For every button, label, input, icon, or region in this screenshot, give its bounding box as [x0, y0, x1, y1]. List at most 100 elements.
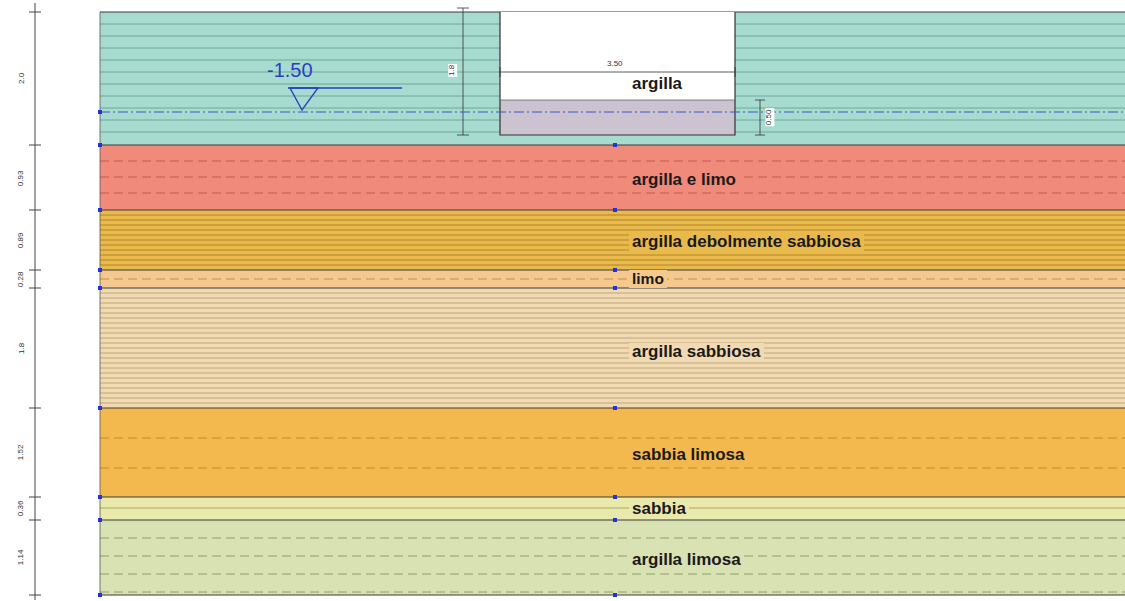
- dimension-tick: [457, 135, 469, 136]
- layer-texture: [100, 225, 1125, 226]
- section-marker: [613, 208, 617, 212]
- dimension-line: [500, 72, 735, 73]
- layer-texture: [100, 363, 1125, 364]
- layer-texture: [100, 438, 1125, 439]
- layer-texture: [100, 378, 1125, 379]
- layer-texture: [100, 235, 1125, 236]
- soil-layer: argilla debolmente sabbiosa: [100, 210, 1125, 270]
- layer-texture: [100, 383, 1125, 384]
- soil-layer: argilla sabbiosa: [100, 288, 1125, 408]
- layer-thickness: 2.0: [18, 71, 27, 84]
- layer-texture: [100, 592, 1125, 593]
- axis-tick: [29, 145, 41, 146]
- layer-texture: [100, 245, 1125, 246]
- layer-thickness: 0.93: [17, 169, 26, 187]
- layer-texture: [100, 308, 1125, 309]
- dimension-label: 1.8: [448, 63, 457, 76]
- soil-layer: limo: [100, 270, 1125, 288]
- dimension-tick: [735, 67, 736, 77]
- layer-boundary: [100, 270, 1125, 271]
- trench-fill: [500, 100, 735, 135]
- layer-texture: [100, 293, 1125, 294]
- layer-texture: [100, 333, 1125, 334]
- soil-layer: sabbia: [100, 497, 1125, 520]
- water-table: [100, 112, 1125, 113]
- layer-texture: [100, 220, 1125, 221]
- layer-boundary: [100, 595, 1125, 596]
- axis-tick: [29, 270, 41, 271]
- layer-texture: [100, 260, 1125, 261]
- layer-boundary: [100, 497, 1125, 498]
- section-marker: [613, 143, 617, 147]
- section-marker: [613, 406, 617, 410]
- dimension-label: 0.50: [765, 108, 774, 126]
- axis-tick: [29, 210, 41, 211]
- soil-layer-fill: [100, 270, 1125, 288]
- layer-boundary: [100, 408, 1125, 409]
- axis-tick: [29, 12, 41, 13]
- layer-texture: [100, 240, 1125, 241]
- section-marker: [98, 143, 102, 147]
- layer-name: limo: [629, 270, 667, 287]
- layer-texture: [100, 368, 1125, 369]
- soil-layer: argilla limosa: [100, 520, 1125, 595]
- depth-axis: [35, 3, 36, 600]
- section-marker: [98, 208, 102, 212]
- section-marker: [613, 518, 617, 522]
- layer-texture: [100, 338, 1125, 339]
- layer-texture: [100, 279, 1125, 280]
- dimension-label: 3.50: [606, 60, 624, 69]
- axis-tick: [29, 520, 41, 521]
- soil-layer: argilla: [100, 12, 1125, 145]
- layer-texture: [100, 298, 1125, 299]
- layer-texture: [100, 556, 1125, 557]
- layer-texture: [100, 343, 1125, 344]
- layer-texture: [100, 250, 1125, 251]
- axis-tick: [29, 408, 41, 409]
- layer-boundary: [100, 210, 1125, 211]
- layer-name: argilla e limo: [629, 171, 739, 190]
- soil-layer-fill: [100, 210, 1125, 270]
- layer-texture: [100, 393, 1125, 394]
- layer-texture: [100, 230, 1125, 231]
- layer-texture: [100, 161, 1125, 162]
- layer-thickness: 1.52: [17, 443, 26, 461]
- layer-thickness: 1.14: [17, 548, 26, 566]
- section-marker: [98, 495, 102, 499]
- layer-texture: [100, 538, 1125, 539]
- layer-name: argilla debolmente sabbiosa: [629, 233, 864, 252]
- layer-texture: [100, 358, 1125, 359]
- trench-void: [500, 12, 735, 100]
- section-edge: [100, 12, 101, 595]
- layer-texture: [100, 193, 1125, 194]
- layer-texture: [100, 403, 1125, 404]
- fill-top: [500, 100, 735, 101]
- section-marker: [613, 495, 617, 499]
- layer-texture: [100, 328, 1125, 329]
- layer-texture: [100, 373, 1125, 374]
- layer-boundary: [100, 145, 1125, 146]
- section-marker: [98, 406, 102, 410]
- layer-texture: [100, 215, 1125, 216]
- section-marker: [98, 518, 102, 522]
- layer-texture: [100, 72, 1125, 73]
- section-marker: [98, 268, 102, 272]
- layer-texture: [100, 177, 1125, 178]
- layer-texture: [100, 388, 1125, 389]
- layer-name: sabbia: [629, 500, 689, 519]
- layer-texture: [100, 255, 1125, 256]
- layer-texture: [100, 348, 1125, 349]
- soil-layer-fill: [100, 497, 1125, 520]
- layer-thickness: 0.28: [17, 270, 26, 288]
- layer-thickness: 1.8: [18, 341, 27, 354]
- layer-texture: [100, 574, 1125, 575]
- water-triangle: [290, 88, 318, 110]
- soil-layer: sabbia limosa: [100, 408, 1125, 497]
- dimension-tick: [755, 135, 765, 136]
- dimension-tick: [500, 67, 501, 77]
- layer-name: argilla: [629, 75, 685, 94]
- dimension-line: [463, 8, 464, 135]
